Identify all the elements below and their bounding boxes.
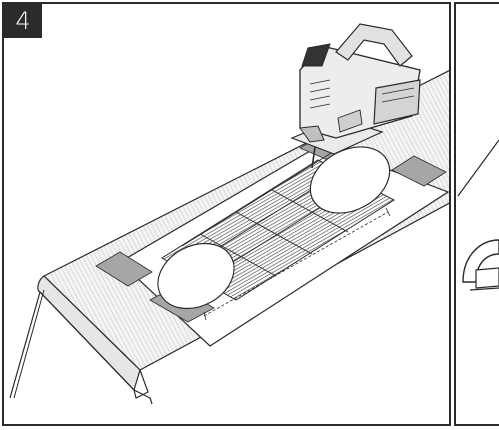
step-number-badge: 4 (4, 4, 42, 38)
tape-piece (95, 251, 153, 287)
jigsaw-body (299, 23, 421, 143)
faucet-icon (457, 139, 499, 291)
next-step-panel (454, 2, 499, 426)
left-bowl-outline (157, 242, 235, 310)
tape-piece (391, 155, 447, 187)
